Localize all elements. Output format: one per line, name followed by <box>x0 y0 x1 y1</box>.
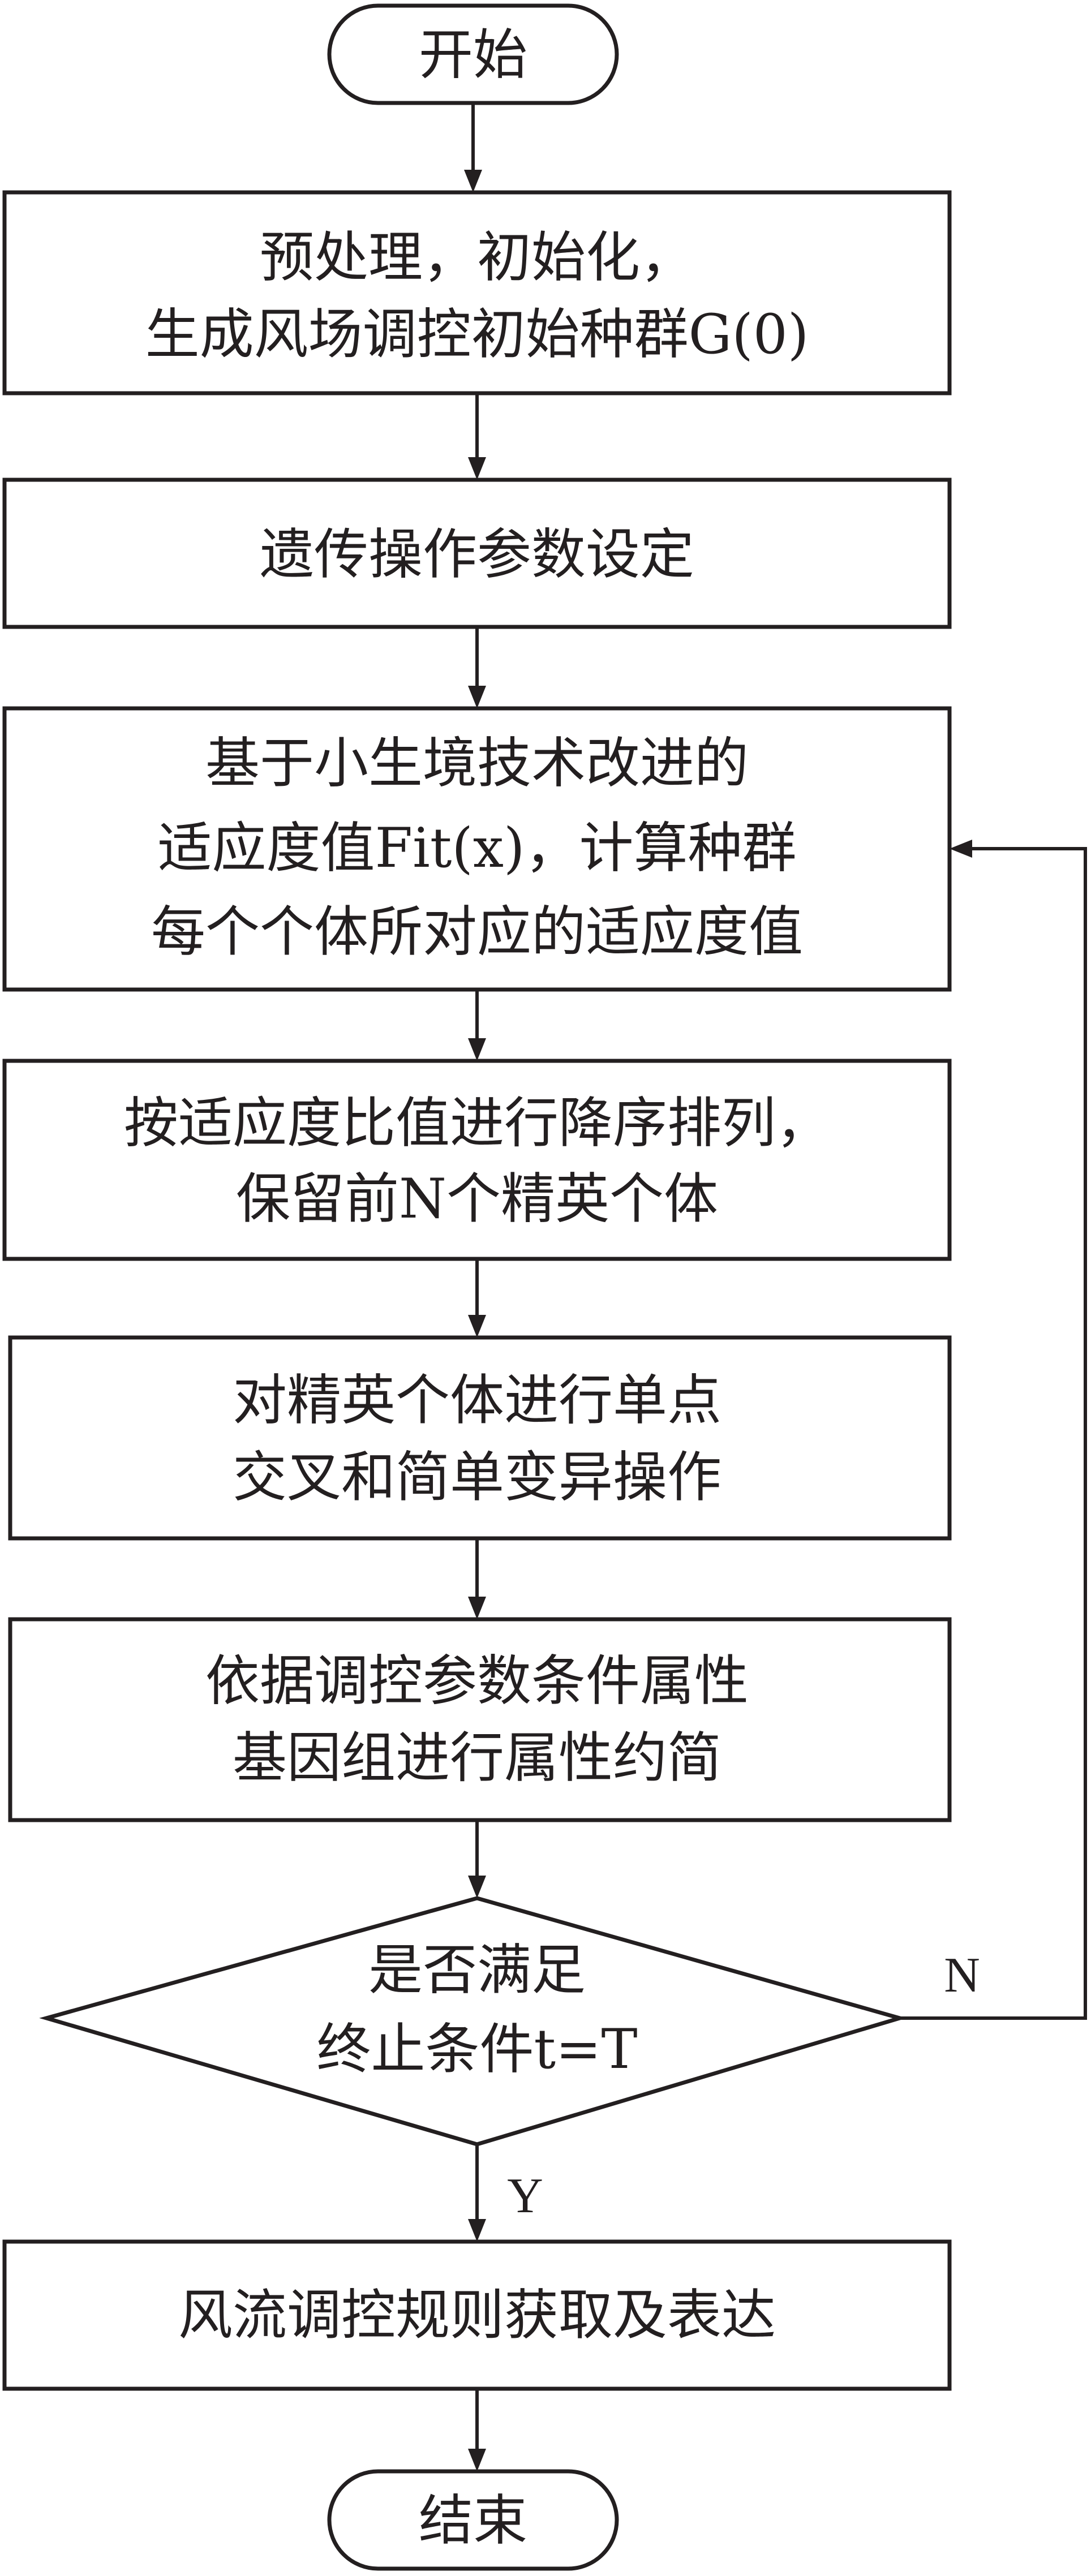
params-node: 遗传操作参数设定 <box>2 478 952 629</box>
fitness-label-line-1: 基于小生境技术改进的 <box>205 732 749 795</box>
connector-decision-fitness-no <box>900 840 1087 2020</box>
reduce-label-line-2: 基因组进行属性约简 <box>233 1726 721 1790</box>
connector-start-init <box>464 103 482 192</box>
decision-label-line-1: 是否满足 <box>368 1938 586 2002</box>
branch-label-yes: Y <box>507 2169 543 2224</box>
crossover-label-line-1: 对精英个体进行单点 <box>233 1369 721 1432</box>
connector-init-params <box>468 393 486 480</box>
arrowhead <box>468 1876 486 1898</box>
arrowhead <box>468 1597 486 1619</box>
end-node: 结束 <box>327 2469 619 2571</box>
fitness-node: 基于小生境技术改进的 适应度值Fit(x)，计算种群 每个个体所对应的适应度值 <box>2 706 952 992</box>
sort-label-line-1: 按适应度比值进行降序排列， <box>124 1091 830 1155</box>
output-label: 风流调控规则获取及表达 <box>178 2283 776 2347</box>
reduce-label-line-1: 依据调控参数条件属性 <box>205 1649 749 1713</box>
arrowhead <box>468 686 486 708</box>
arrowhead <box>468 457 486 480</box>
crossover-node: 对精英个体进行单点 交叉和简单变异操作 <box>8 1335 952 1541</box>
arrowhead <box>464 170 482 192</box>
arrowhead <box>950 840 972 858</box>
init-label-line-1: 预处理，初始化， <box>260 226 694 289</box>
output-node: 风流调控规则获取及表达 <box>2 2239 952 2391</box>
arrowhead <box>468 1315 486 1338</box>
connector-fitness-sort <box>468 990 486 1061</box>
crossover-label-line-2: 交叉和简单变异操作 <box>233 1446 721 1509</box>
params-label: 遗传操作参数设定 <box>260 523 694 586</box>
start-label: 开始 <box>419 23 527 87</box>
connector-reduce-decision <box>468 1820 486 1898</box>
branch-label-no: N <box>944 1948 980 2003</box>
sort-label-line-2: 保留前N个精英个体 <box>236 1167 718 1231</box>
connector-sort-crossover <box>468 1259 486 1338</box>
arrowhead <box>468 2449 486 2471</box>
fitness-label-line-2: 适应度值Fit(x)，计算种群 <box>158 816 797 880</box>
connector-params-fitness <box>468 627 486 708</box>
start-node: 开始 <box>327 3 619 105</box>
connector-output-end <box>468 2389 486 2471</box>
arrowhead <box>468 1038 486 1061</box>
decision-node: 是否满足 终止条件t=T <box>39 1896 907 2147</box>
sort-node: 按适应度比值进行降序排列， 保留前N个精英个体 <box>2 1059 952 1261</box>
decision-label-line-2: 终止条件t=T <box>316 2018 637 2081</box>
connector-decision-output-yes <box>468 2144 486 2242</box>
reduce-node: 依据调控参数条件属性 基因组进行属性约简 <box>8 1617 952 1822</box>
init-node: 预处理，初始化， 生成风场调控初始种群G(0) <box>2 190 952 395</box>
init-label-line-2: 生成风场调控初始种群G(0) <box>145 303 809 366</box>
connector-crossover-reduce <box>468 1538 486 1619</box>
fitness-label-line-3: 每个个体所对应的适应度值 <box>151 900 803 964</box>
end-label: 结束 <box>419 2489 527 2552</box>
arrowhead <box>468 2219 486 2242</box>
